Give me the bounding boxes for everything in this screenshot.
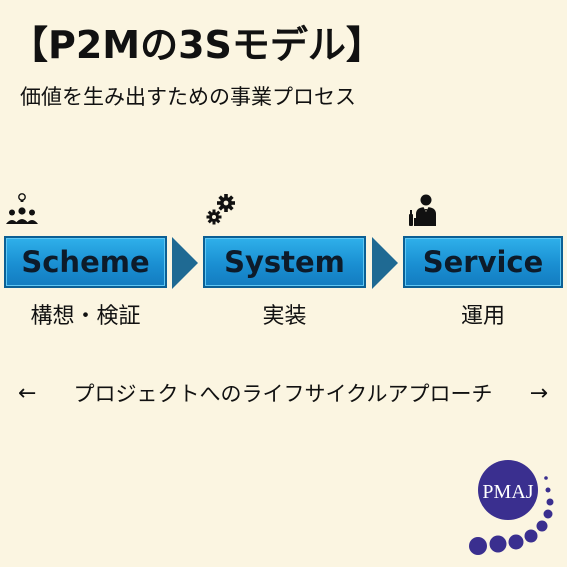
stage-sub-scheme: 構想・検証: [30, 304, 141, 329]
stage-label-system: System: [224, 245, 345, 279]
stage-sub-system: 実装: [262, 304, 307, 329]
team-idea-icon: [6, 193, 38, 224]
page-title: 【P2Mの3Sモデル】: [10, 23, 384, 67]
lifecycle-approach: ← プロジェクトへのライフサイクルアプローチ →: [18, 378, 548, 408]
waiter-service-icon: [409, 194, 436, 226]
chevron-right-icon: [172, 237, 198, 289]
gears-icon: [206, 194, 235, 225]
stage-label-scheme: Scheme: [21, 245, 150, 279]
logo-text: PMAJ: [482, 481, 533, 503]
chevron-right-icon: [372, 237, 398, 289]
stage-service: Service: [403, 236, 563, 288]
stage-system: System: [203, 236, 366, 288]
pmaj-logo: PMAJ: [469, 460, 554, 555]
stage-scheme: Scheme: [4, 236, 167, 288]
lifecycle-text: プロジェクトへのライフサイクルアプローチ: [73, 382, 493, 406]
right-arrow-icon: →: [529, 380, 548, 406]
stage-label-service: Service: [422, 245, 544, 279]
page-subtitle: 価値を生み出すための事業プロセス: [20, 85, 356, 109]
left-arrow-icon: ←: [18, 380, 37, 406]
stage-sub-service: 運用: [460, 304, 505, 329]
